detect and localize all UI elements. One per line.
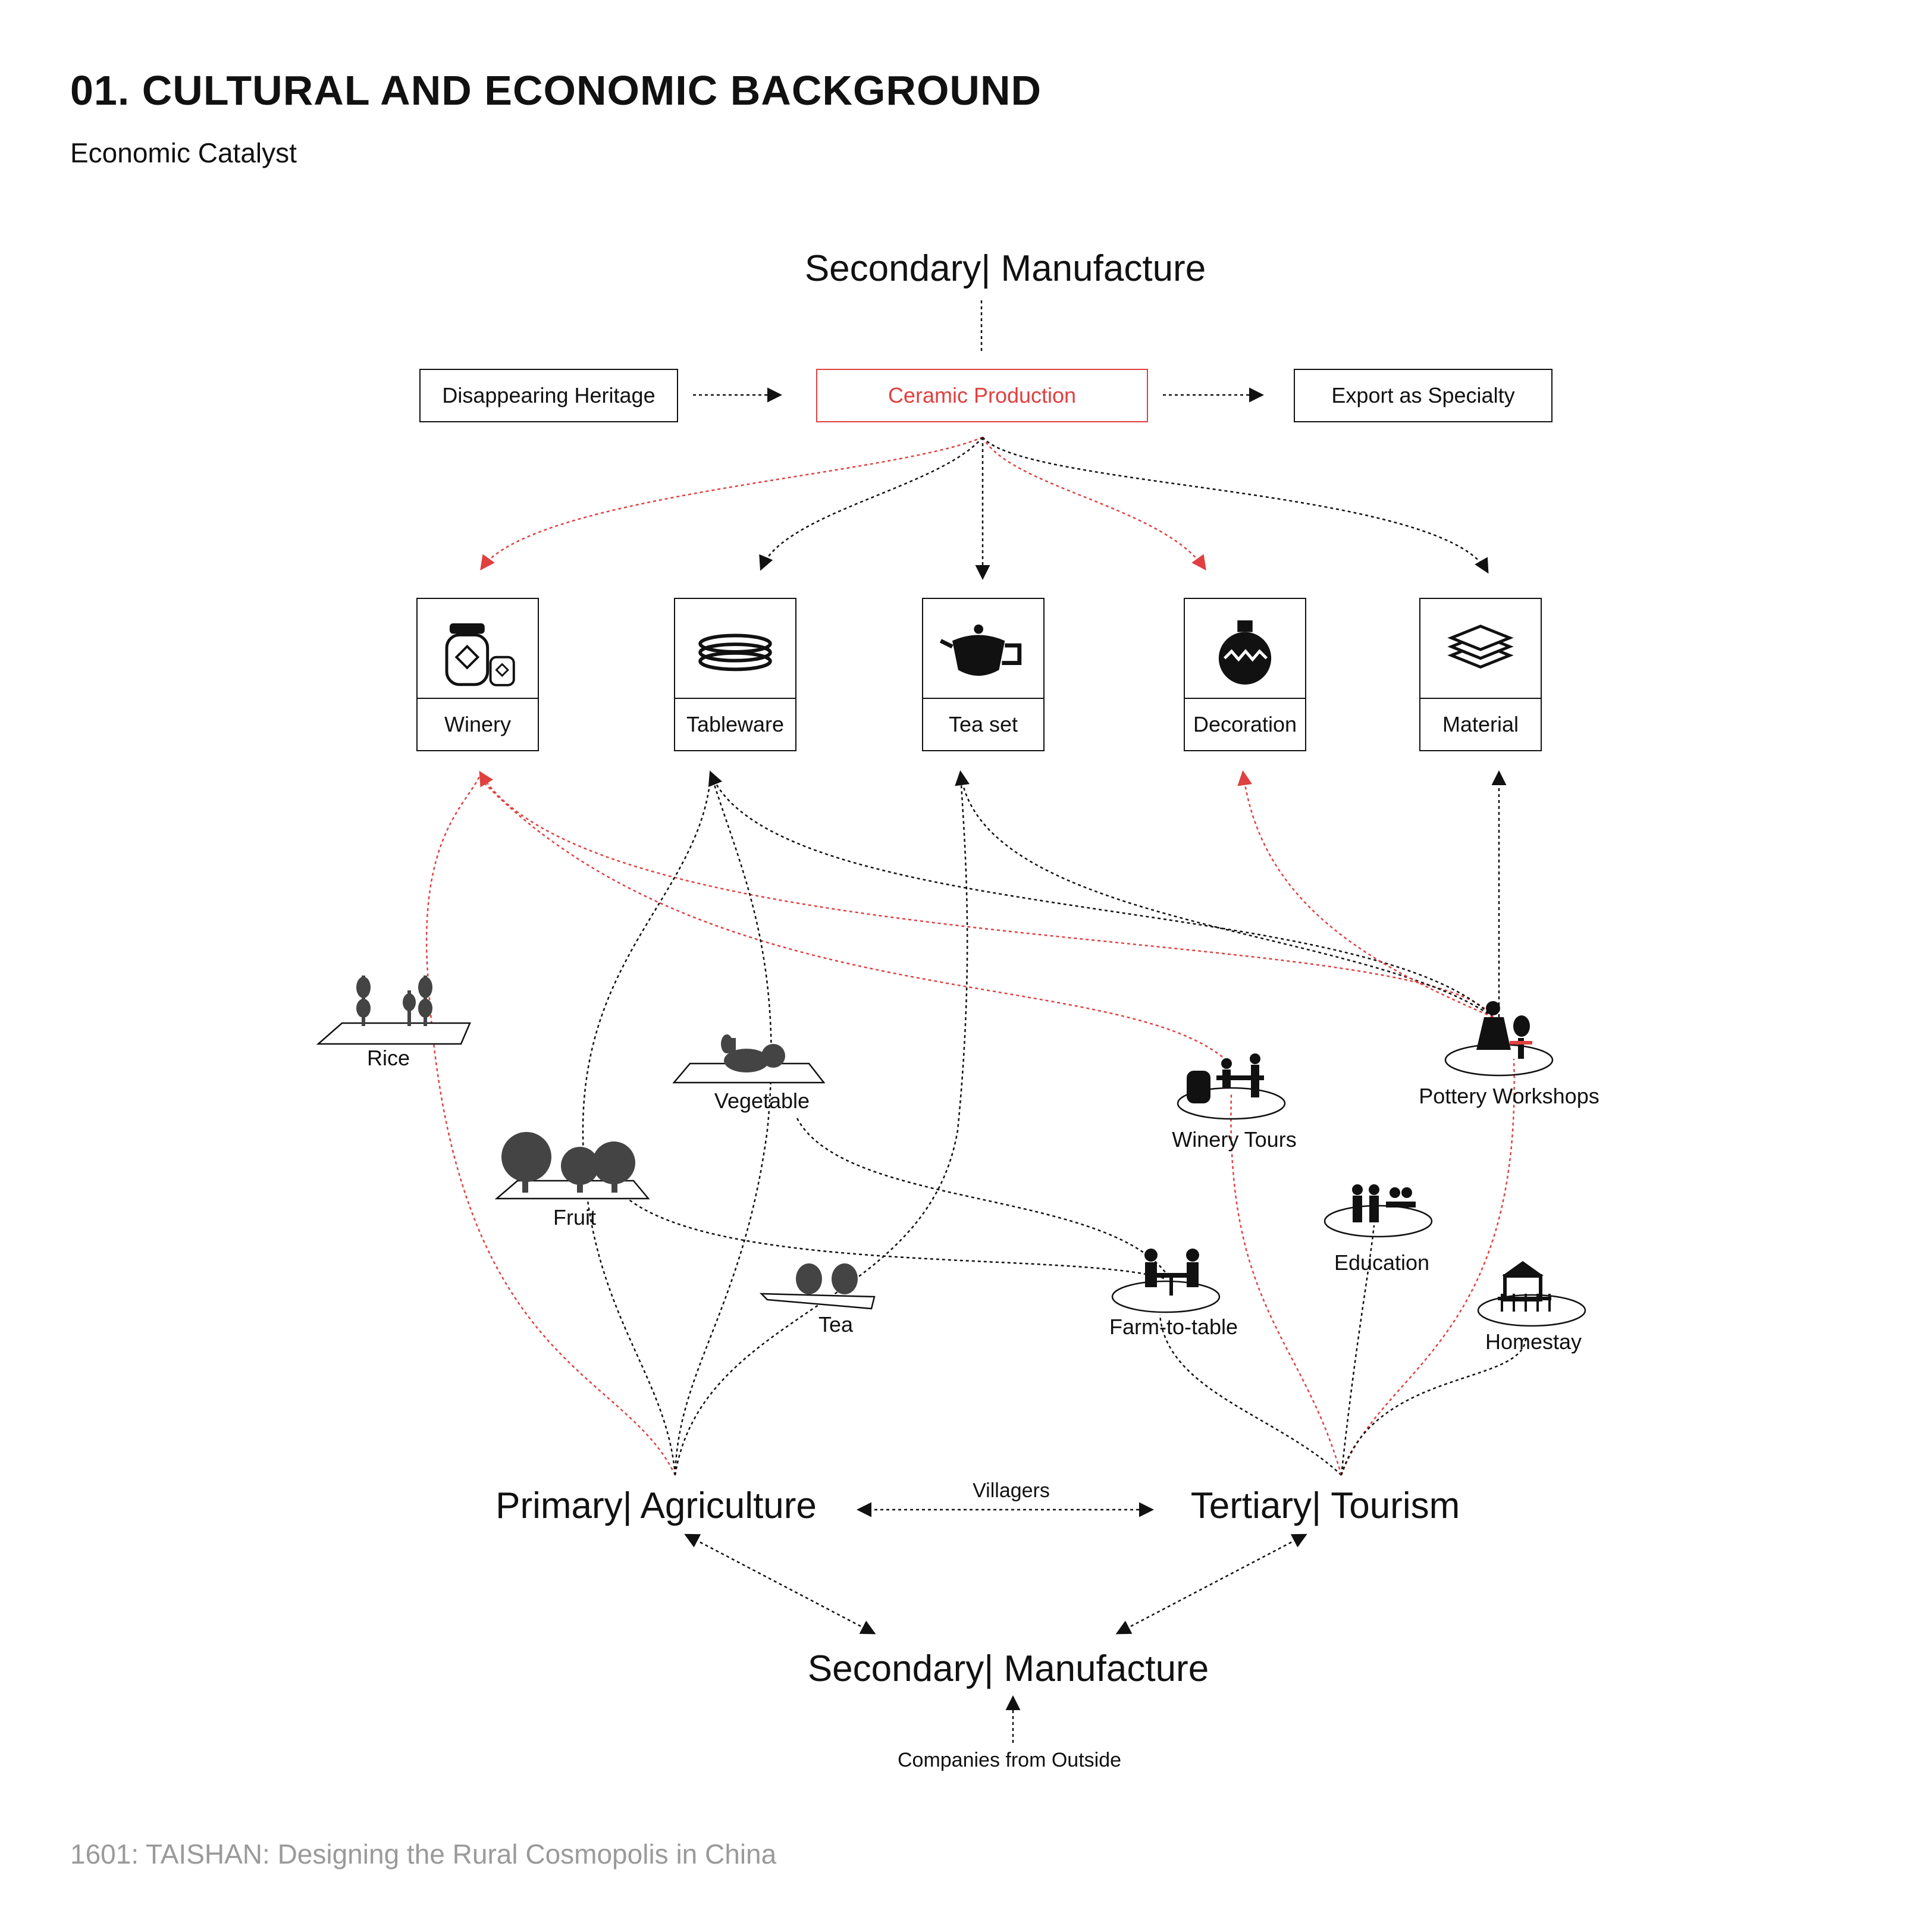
rice-field-icon <box>316 976 471 1045</box>
disappearing-heritage-label: Disappearing Heritage <box>442 383 656 407</box>
product-card-tea-set: Tea set <box>922 598 1045 751</box>
education-icon <box>1323 1184 1433 1238</box>
page-title: 01. CULTURAL AND ECONOMIC BACKGROUND <box>70 67 1042 114</box>
sector-tertiary: Tertiary| Tourism <box>1190 1485 1460 1526</box>
footer-caption: 1601: TAISHAN: Designing the Rural Cosmo… <box>70 1839 777 1870</box>
product-label-tableware: Tableware <box>675 698 795 750</box>
label-farm-to-table: Farm-to-table <box>1109 1315 1238 1339</box>
sector-secondary-bottom: Secondary| Manufacture <box>807 1648 1209 1689</box>
winery-tours-icon <box>1177 1053 1286 1120</box>
label-pottery-workshops: Pottery Workshops <box>1419 1084 1599 1108</box>
product-label-tea-set: Tea set <box>923 698 1043 750</box>
teapot-icon <box>939 624 1022 676</box>
product-card-winery: Winery <box>416 598 539 751</box>
product-label-decoration: Decoration <box>1185 698 1305 750</box>
disappearing-heritage-box: Disappearing Heritage <box>419 369 678 422</box>
plates-icon <box>698 633 772 672</box>
label-rice: Rice <box>366 1046 410 1070</box>
label-fruit: Fruit <box>553 1205 596 1230</box>
homestay-icon <box>1477 1261 1586 1327</box>
tile-stack-icon <box>1447 625 1514 669</box>
pottery-workshops-icon <box>1444 1001 1554 1077</box>
label-villagers: Villagers <box>973 1479 1050 1502</box>
fruit-orchard-icon <box>494 1132 650 1200</box>
label-winery-tours: Winery Tours <box>1172 1127 1297 1152</box>
vegetable-field-icon <box>672 1034 826 1084</box>
wine-jar-icon <box>445 623 515 686</box>
product-card-material: Material <box>1419 598 1542 751</box>
product-card-tableware: Tableware <box>674 598 796 751</box>
label-companies: Companies from Outside <box>897 1749 1122 1771</box>
label-tea: Tea <box>818 1312 854 1337</box>
product-card-decoration: Decoration <box>1184 598 1306 751</box>
product-label-material: Material <box>1420 698 1541 750</box>
ceramic-production-box: Ceramic Production <box>816 369 1148 422</box>
export-specialty-box: Export as Specialty <box>1294 369 1552 422</box>
label-vegetable: Vegetable <box>714 1089 810 1113</box>
product-label-winery: Winery <box>418 698 538 750</box>
farm-to-table-icon <box>1111 1249 1221 1313</box>
ceramic-production-label: Ceramic Production <box>887 383 1077 407</box>
vase-icon <box>1218 620 1272 685</box>
tea-field-icon <box>759 1263 876 1310</box>
sector-primary: Primary| Agriculture <box>495 1485 817 1526</box>
export-specialty-label: Export as Specialty <box>1331 383 1515 407</box>
sector-secondary-top: Secondary| Manufacture <box>804 248 1206 289</box>
label-education: Education <box>1334 1250 1430 1275</box>
page-subtitle: Economic Catalyst <box>70 137 297 168</box>
label-homestay: Homestay <box>1485 1329 1582 1354</box>
